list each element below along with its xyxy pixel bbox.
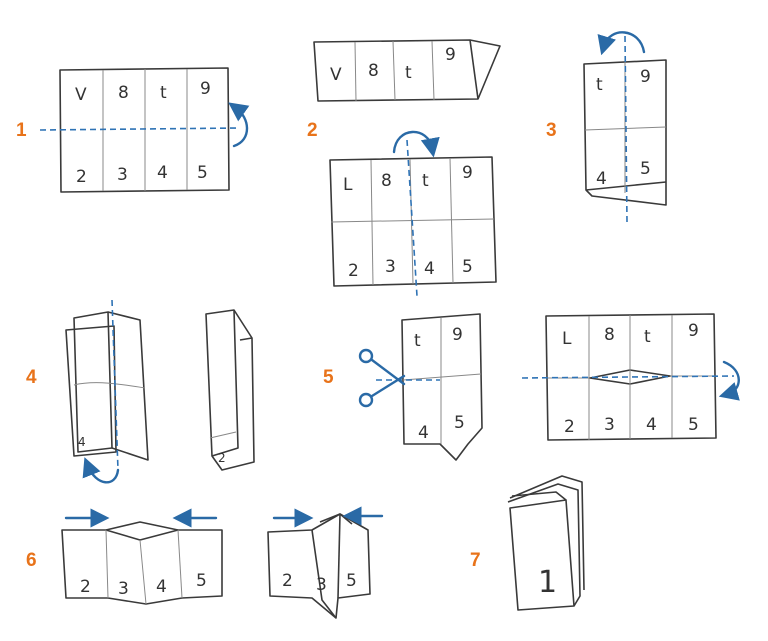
step-5-top-labels: L 8 t 9 bbox=[562, 321, 699, 349]
panel-label: L bbox=[562, 329, 572, 349]
step-2-top-labels: L 8 t 9 bbox=[343, 163, 473, 195]
curved-arrow-icon bbox=[718, 360, 740, 401]
panel-label: 9 bbox=[452, 325, 463, 345]
panel-label: 2 bbox=[348, 261, 359, 281]
scissors-icon bbox=[358, 348, 406, 408]
step-7-booklet bbox=[507, 475, 585, 611]
panel-label: t bbox=[414, 331, 421, 351]
panel-label: 2 bbox=[76, 167, 87, 187]
panel-label: 9 bbox=[445, 45, 456, 65]
panel-label: 5 bbox=[688, 415, 699, 435]
panel-label: t bbox=[422, 171, 429, 191]
panel-label: 4 bbox=[424, 259, 435, 279]
curved-arrow-icon bbox=[392, 130, 440, 158]
panel-label: 2 bbox=[564, 417, 575, 437]
step-4-folding bbox=[65, 299, 149, 484]
booklet-cover-number: 1 bbox=[538, 565, 557, 600]
panel-label: 5 bbox=[346, 571, 357, 591]
panel-label: 8 bbox=[604, 325, 615, 345]
panel-label: 3 bbox=[118, 579, 129, 599]
panel-label: 9 bbox=[688, 321, 699, 341]
step-4-labels: 4 bbox=[78, 435, 86, 449]
panel-label: 2 bbox=[218, 451, 226, 465]
step-6-labels: 2 3 4 5 bbox=[80, 571, 207, 599]
step-6-squash-more bbox=[267, 506, 384, 619]
panel-label: 3 bbox=[316, 575, 327, 595]
step-5-labels: t 9 4 5 bbox=[414, 325, 465, 443]
panel-label: 5 bbox=[196, 571, 207, 591]
panel-label: 8 bbox=[381, 171, 392, 191]
curved-arrow-icon bbox=[82, 457, 120, 484]
panel-label: t bbox=[596, 75, 603, 95]
step-1-sheet bbox=[39, 67, 250, 193]
step-5-cut-sheet bbox=[521, 313, 740, 441]
panel-label: 9 bbox=[462, 163, 473, 183]
panel-label: 4 bbox=[156, 577, 167, 597]
panel-label: 4 bbox=[78, 435, 86, 449]
step-7-labels: 1 bbox=[538, 565, 557, 600]
panel-label: 4 bbox=[418, 423, 429, 443]
step-2-bottom-labels: 2 3 4 5 bbox=[348, 257, 473, 281]
step-number-4: 4 bbox=[26, 367, 37, 388]
step-1-top-labels: V 8 t 9 bbox=[75, 79, 211, 105]
panel-label: t bbox=[160, 83, 167, 103]
panel-label: 5 bbox=[640, 159, 651, 179]
panel-label: t bbox=[405, 63, 412, 83]
step-6-squash bbox=[61, 508, 223, 605]
panel-label: 2 bbox=[282, 571, 293, 591]
step-number-1: 1 bbox=[16, 120, 27, 141]
panel-label: 5 bbox=[197, 163, 208, 183]
step-number-6: 6 bbox=[26, 550, 37, 571]
step-5-bottom-labels: 2 3 4 5 bbox=[564, 415, 699, 437]
step-4-right-labels: 2 bbox=[218, 451, 226, 465]
panel-label: 8 bbox=[368, 61, 379, 81]
step-number-2: 2 bbox=[307, 120, 318, 141]
panel-label: 5 bbox=[462, 257, 473, 277]
panel-label: t bbox=[644, 327, 651, 347]
step-number-7: 7 bbox=[470, 550, 481, 571]
panel-label: V bbox=[75, 85, 87, 105]
panel-label: 2 bbox=[80, 577, 91, 597]
step-number-3: 3 bbox=[546, 120, 557, 141]
step-6-right-labels: 2 3 5 bbox=[282, 571, 357, 595]
step-2-folded-strip bbox=[313, 39, 501, 102]
panel-label: 9 bbox=[200, 79, 211, 99]
step-2-strip-labels: V 8 t 9 bbox=[330, 45, 456, 85]
panel-label: L bbox=[343, 175, 353, 195]
curved-arrow-icon bbox=[228, 102, 250, 148]
curved-arrow-icon bbox=[597, 31, 646, 56]
panel-label: 4 bbox=[157, 163, 168, 183]
panel-label: 9 bbox=[640, 67, 651, 87]
step-4-folded bbox=[205, 309, 255, 471]
panel-label: 3 bbox=[604, 415, 615, 435]
step-3-labels: t 9 4 5 bbox=[596, 67, 651, 189]
panel-label: 5 bbox=[454, 413, 465, 433]
panel-label: 4 bbox=[596, 169, 607, 189]
step-2-sheet bbox=[329, 130, 497, 297]
step-5-folded-half bbox=[376, 313, 483, 461]
panel-label: 3 bbox=[117, 165, 128, 185]
panel-label: 8 bbox=[118, 83, 129, 103]
step-number-5: 5 bbox=[323, 367, 334, 388]
panel-label: 4 bbox=[646, 415, 657, 435]
panel-label: 3 bbox=[385, 257, 396, 277]
step-1-bottom-labels: 2 3 4 5 bbox=[76, 163, 208, 187]
panel-label: V bbox=[330, 65, 342, 85]
step-3-folded-half bbox=[583, 31, 667, 223]
